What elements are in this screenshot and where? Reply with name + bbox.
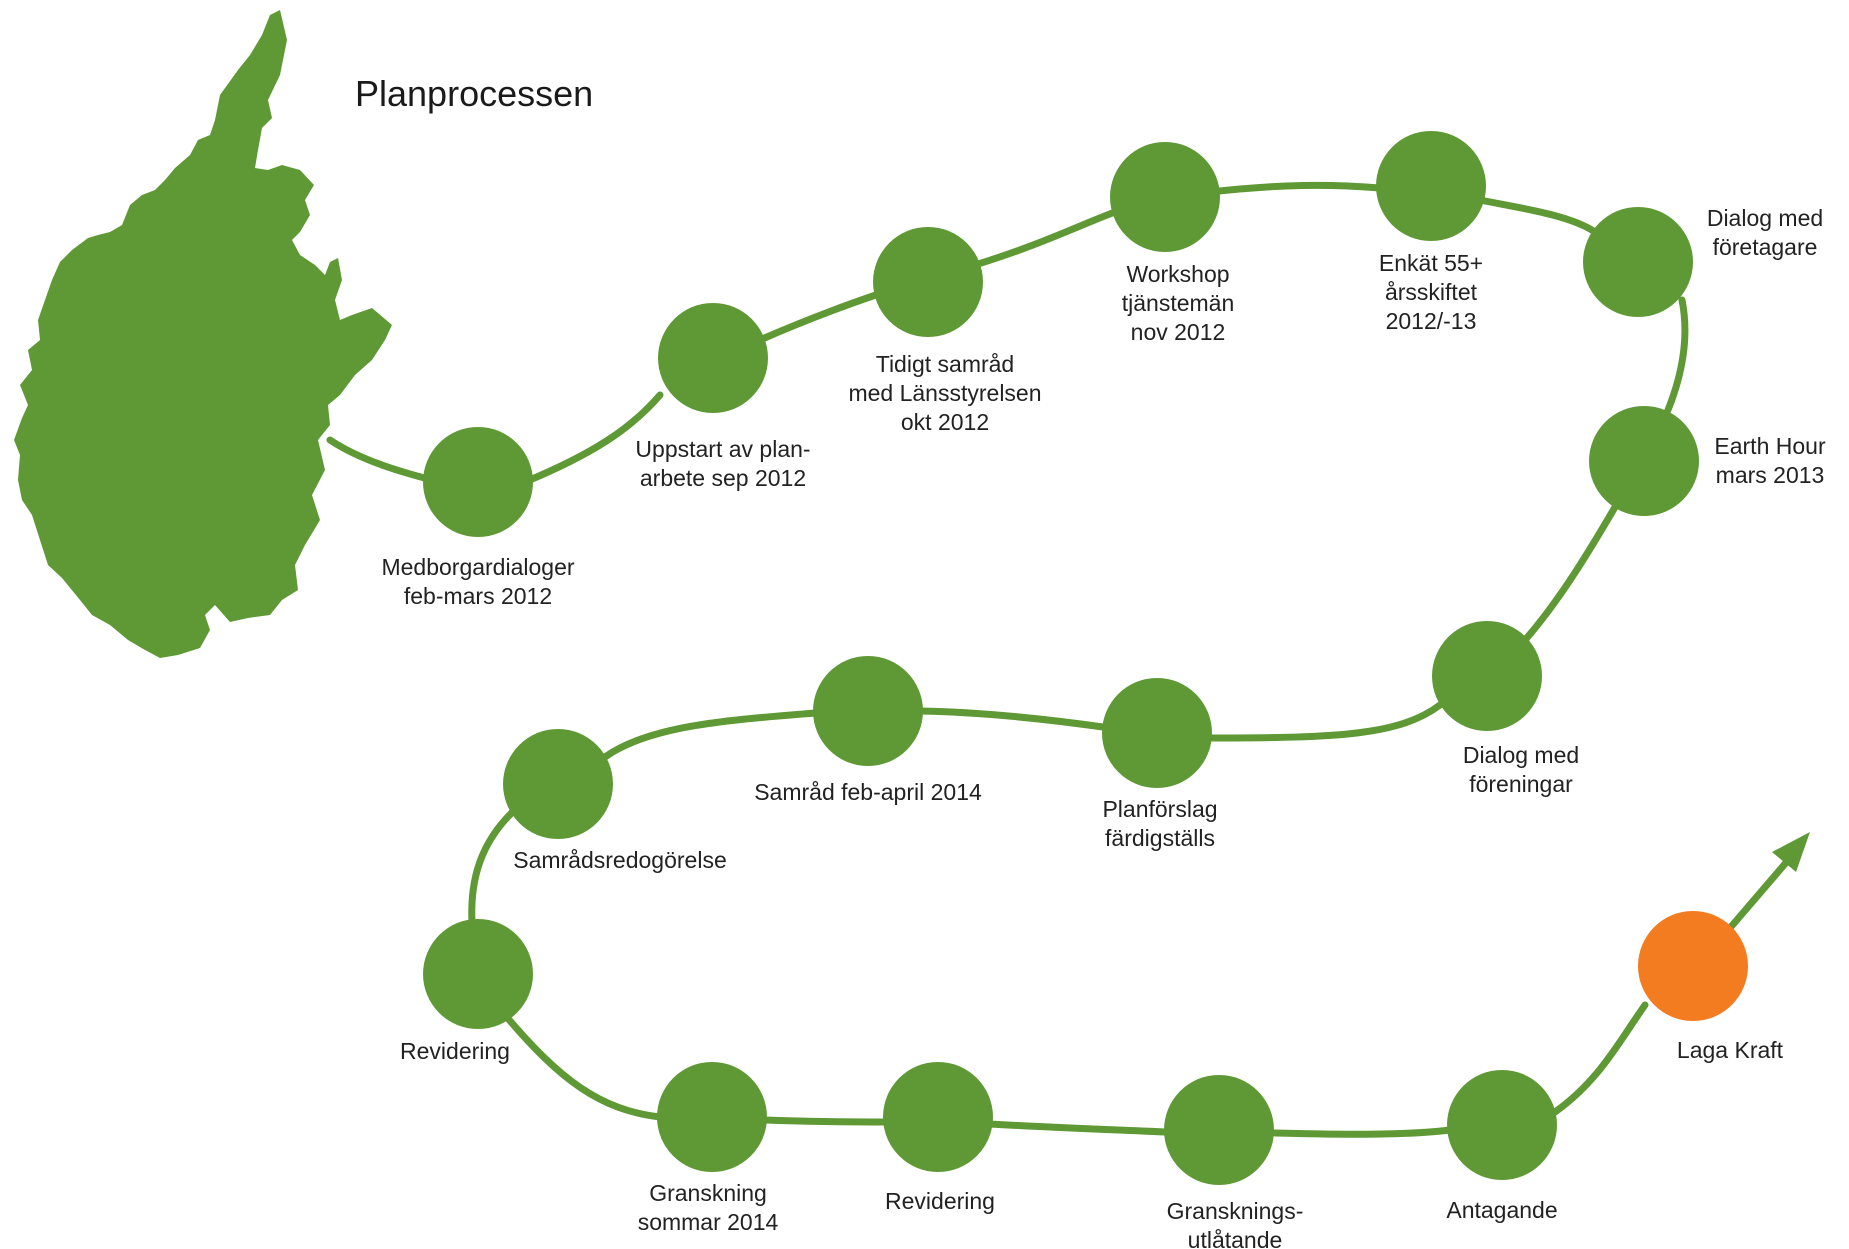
step-label-line: Enkät 55+ xyxy=(1379,250,1483,276)
step-label-line: Earth Hour xyxy=(1714,433,1826,459)
step-node xyxy=(1447,1070,1557,1180)
step-label-line: nov 2012 xyxy=(1131,319,1226,345)
step-label-line: föreningar xyxy=(1469,771,1573,797)
step-node xyxy=(1432,621,1542,731)
path-segment xyxy=(601,709,819,761)
end-arrow xyxy=(1727,832,1810,931)
path-segment xyxy=(1521,498,1622,644)
municipality-map-shape xyxy=(14,10,392,658)
step-node xyxy=(658,303,768,413)
step-label: Enkät 55+ årsskiftet 2012/-13 xyxy=(1379,250,1483,334)
step-label-line: Revidering xyxy=(885,1188,995,1214)
arrow-shaft xyxy=(1727,855,1793,931)
step-label: Tidigt samråd med Länsstyrelsen okt 2012 xyxy=(848,351,1041,435)
step-node xyxy=(1102,678,1212,788)
step-label-line: Tidigt samråd xyxy=(876,351,1014,377)
step-label-line: Samrådsredogörelse xyxy=(513,847,727,873)
step-label-line: Revidering xyxy=(400,1038,510,1064)
step-label-line: Medborgardialoger xyxy=(381,554,574,580)
step-label-line: arbete sep 2012 xyxy=(640,465,806,491)
step-node xyxy=(657,1062,767,1172)
step-label-line: Antagande xyxy=(1446,1197,1557,1223)
path-segment xyxy=(1271,1126,1454,1138)
step-label: Workshop tjänstemän nov 2012 xyxy=(1122,261,1235,345)
path-segment xyxy=(468,801,524,926)
step-label-line: okt 2012 xyxy=(901,409,989,435)
step-label: Antagande xyxy=(1446,1197,1557,1223)
step-node xyxy=(423,919,533,1029)
step-node xyxy=(813,656,923,766)
step-node xyxy=(1583,207,1693,317)
step-label: Granskning sommar 2014 xyxy=(638,1180,779,1235)
step-label: Samråd feb-april 2014 xyxy=(754,779,982,805)
step-label-line: Granskning xyxy=(649,1180,767,1206)
step-node xyxy=(1164,1075,1274,1185)
step-label-line: Dialog med xyxy=(1463,742,1579,768)
step-node xyxy=(423,427,533,537)
step-label-line: Planförslag xyxy=(1102,796,1217,822)
path-segment xyxy=(971,208,1119,269)
diagram-title: Planprocessen xyxy=(355,73,593,114)
step-label-line: utlåtande xyxy=(1188,1227,1283,1249)
path-segment xyxy=(1476,196,1599,236)
path-segment xyxy=(1551,1001,1649,1116)
step-node xyxy=(503,729,613,839)
step-label: Revidering xyxy=(885,1188,995,1214)
step-label-line: 2012/-13 xyxy=(1386,308,1477,334)
path-segment xyxy=(501,1011,664,1121)
step-label: Medborgardialoger feb-mars 2012 xyxy=(381,554,574,609)
process-nodes xyxy=(423,131,1748,1185)
step-label: Earth Hour mars 2013 xyxy=(1714,433,1826,488)
step-label: Planförslag färdigställs xyxy=(1102,796,1217,851)
step-label: Samrådsredogörelse xyxy=(513,847,727,873)
path-segment xyxy=(761,1116,892,1126)
step-label-line: mars 2013 xyxy=(1716,462,1825,488)
step-label-line: sommar 2014 xyxy=(638,1209,779,1235)
step-label: Uppstart av plan-arbete sep 2012 xyxy=(635,436,810,491)
step-label: Gransknings-utlåtande xyxy=(1167,1198,1304,1249)
step-label: Dialog med företagare xyxy=(1707,205,1823,260)
arrow-head xyxy=(1772,832,1810,872)
step-node xyxy=(1110,142,1220,252)
process-labels: Medborgardialoger feb-mars 2012 Uppstart a… xyxy=(381,205,1825,1249)
step-node xyxy=(883,1062,993,1172)
path-segment xyxy=(986,1120,1169,1136)
step-label-line: årsskiftet xyxy=(1385,279,1478,305)
step-label-line: Uppstart av plan- xyxy=(635,436,810,462)
step-label-line: Laga Kraft xyxy=(1677,1037,1784,1063)
step-node xyxy=(1589,406,1699,516)
step-label-line: företagare xyxy=(1713,234,1818,260)
step-label: Revidering xyxy=(400,1038,510,1064)
step-node xyxy=(1376,131,1486,241)
step-label-line: feb-mars 2012 xyxy=(404,583,552,609)
step-label: Laga Kraft xyxy=(1677,1037,1784,1063)
step-label-line: Workshop xyxy=(1126,261,1229,287)
step-label-line: färdigställs xyxy=(1105,825,1215,851)
step-node-final xyxy=(1638,911,1748,1021)
path-segment xyxy=(1664,296,1689,414)
step-node xyxy=(873,227,983,337)
step-label-line: tjänstemän xyxy=(1122,290,1235,316)
path-segment xyxy=(521,391,664,486)
step-label: Dialog med föreningar xyxy=(1463,742,1579,797)
step-label-line: Samråd feb-april 2014 xyxy=(754,779,982,805)
step-label-line: Gransknings- xyxy=(1167,1198,1304,1224)
process-path xyxy=(326,181,1689,1138)
step-label-line: Dialog med xyxy=(1707,205,1823,231)
path-segment xyxy=(916,707,1114,732)
path-segment xyxy=(756,288,889,344)
path-segment xyxy=(1206,701,1444,742)
path-segment xyxy=(1206,181,1384,196)
step-label-line: med Länsstyrelsen xyxy=(848,380,1041,406)
